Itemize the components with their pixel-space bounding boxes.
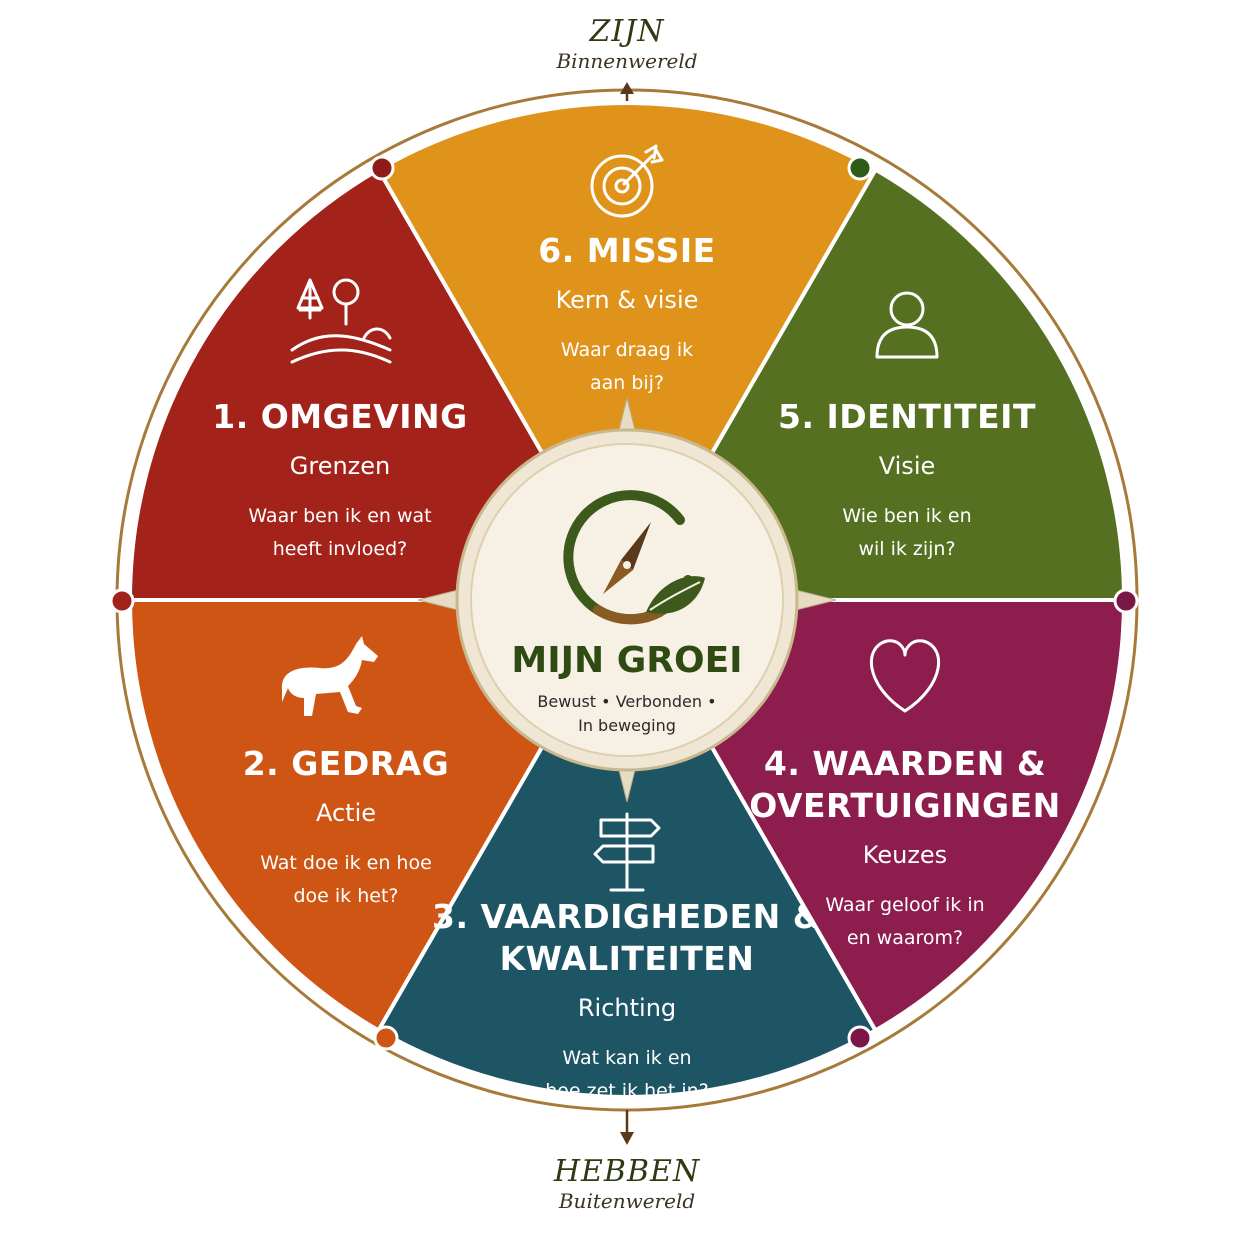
segment-identiteit-question: wil ik zijn?	[858, 538, 955, 560]
horse-icon	[281, 636, 378, 716]
ring-dots	[109, 155, 1139, 1051]
segment-gedrag-question: doe ik het?	[293, 885, 398, 907]
person-icon	[875, 291, 939, 359]
ring-dot	[847, 1025, 873, 1051]
segment-omgeving-title: 1. OMGEVING	[212, 397, 468, 436]
axis-down-arrow	[620, 1132, 634, 1145]
landscape-trees-icon	[290, 278, 392, 364]
segment-identiteit-question: Wie ben ik en	[842, 505, 971, 527]
segment-missie-subtitle: Kern & visie	[556, 286, 699, 314]
segment-vaardigheden-question: Wat kan ik en	[562, 1047, 691, 1069]
ring-dot	[1113, 588, 1139, 614]
heart-icon	[870, 639, 940, 713]
segment-omgeving-question: heeft invloed?	[273, 538, 408, 560]
segment-gedrag-question: Wat doe ik en hoe	[260, 852, 432, 874]
segment-missie-question: aan bij?	[590, 372, 664, 394]
segment-waarden-title: OVERTUIGINGEN	[749, 786, 1061, 825]
target-arrow-icon	[590, 144, 664, 218]
center-title: MIJN GROEI	[511, 640, 742, 681]
segment-vaardigheden-subtitle: Richting	[578, 994, 676, 1022]
axis-bottom-label: HEBBEN Buitenwereld	[0, 1154, 1254, 1213]
center-disc	[470, 443, 784, 757]
segment-vaardigheden-question: hoe zet ik het in?	[545, 1080, 709, 1102]
signpost-icon	[593, 812, 661, 892]
ring-dot	[369, 155, 395, 181]
center-subtitle-line1: Bewust • Verbonden •	[537, 692, 716, 711]
segment-missie-title: 6. MISSIE	[538, 231, 715, 270]
segment-waarden-title: 4. WAARDEN &	[764, 744, 1046, 783]
axis-bottom-subtitle: Buitenwereld	[558, 1189, 696, 1213]
segment-waarden-subtitle: Keuzes	[863, 841, 947, 869]
center-subtitle-line2: In beweging	[578, 716, 676, 735]
segment-gedrag-title: 2. GEDRAG	[243, 744, 450, 783]
segment-omgeving-subtitle: Grenzen	[290, 452, 391, 480]
segment-waarden-question: Waar geloof ik in	[825, 894, 984, 916]
segment-vaardigheden-title: KWALITEITEN	[500, 939, 755, 978]
ring-dot	[109, 588, 135, 614]
segment-waarden-question: en waarom?	[847, 927, 963, 949]
axis-bottom-title: HEBBEN	[553, 1154, 701, 1189]
segment-omgeving-question: Waar ben ik en wat	[248, 505, 431, 527]
compass-leaf-icon	[563, 490, 705, 625]
axis-top-title: ZIJN	[589, 14, 665, 49]
segment-missie-question: Waar draag ik	[561, 339, 693, 361]
axis-up-arrow	[620, 82, 634, 94]
axis-top-label: ZIJN Binnenwereld	[0, 14, 1254, 73]
segment-identiteit-subtitle: Visie	[879, 452, 936, 480]
ring-dot	[373, 1025, 399, 1051]
segment-vaardigheden: 3. VAARDIGHEDEN &KWALITEITEN RichtingWat …	[375, 727, 879, 1102]
segment-gedrag-subtitle: Actie	[316, 799, 376, 827]
segment-identiteit-title: 5. IDENTITEIT	[778, 397, 1036, 436]
axis-top-subtitle: Binnenwereld	[556, 49, 698, 73]
segment-vaardigheden-title: 3. VAARDIGHEDEN &	[432, 897, 822, 936]
ring-dot	[847, 155, 873, 181]
